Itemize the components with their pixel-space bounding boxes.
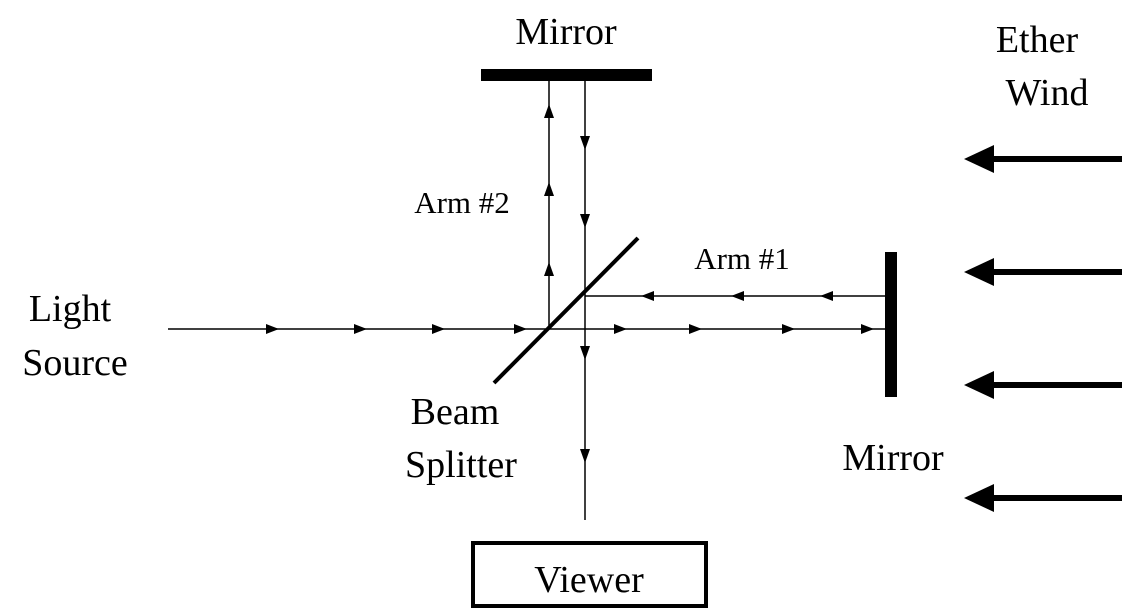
ether-wind-arrow — [964, 145, 1122, 173]
beam-splitter-label-line1: Beam — [411, 391, 500, 433]
arm1-outgoing-arrow — [614, 324, 627, 334]
ether-wind-arrow — [964, 484, 1122, 512]
arm2-outgoing-arrow — [544, 182, 554, 196]
incoming-beam-arrow — [266, 324, 279, 334]
viewer-box — [471, 541, 708, 608]
arm1-return-arrow — [641, 291, 654, 301]
viewer-label: Viewer — [534, 559, 644, 601]
right-mirror-label: Mirror — [842, 437, 944, 479]
top-mirror-label: Mirror — [515, 11, 617, 53]
ether-wind-label-line1: Ether — [996, 19, 1079, 61]
incoming-beam-arrow — [354, 324, 367, 334]
arm1-return-arrow — [731, 291, 744, 301]
ether-wind-arrow — [964, 258, 1122, 286]
arm2-outgoing-arrow — [544, 104, 554, 118]
incoming-beam-arrow — [432, 324, 445, 334]
arm1-outgoing-arrow — [782, 324, 795, 334]
incoming-beam-arrow — [514, 324, 527, 334]
to-viewer-arrow — [580, 346, 590, 360]
beam-splitter — [492, 236, 640, 385]
ether-wind-arrow — [964, 371, 1122, 399]
arm2-outgoing-arrow — [544, 262, 554, 276]
beam-splitter-label-line2: Splitter — [405, 444, 517, 486]
arm1-outgoing-arrow — [861, 324, 874, 334]
arm1-return-arrow — [820, 291, 833, 301]
right-mirror — [885, 252, 897, 397]
arm2-label: Arm #2 — [414, 185, 510, 220]
arm2-return-arrow — [580, 136, 590, 150]
light-source-label-line2: Source — [22, 342, 128, 384]
top-mirror — [481, 69, 652, 81]
to-viewer-arrow — [580, 449, 590, 463]
arm1-label: Arm #1 — [694, 241, 790, 276]
light-source-label-line1: Light — [29, 288, 112, 330]
arm2-return-arrow — [580, 214, 590, 228]
arm1-outgoing-arrow — [689, 324, 702, 334]
ether-wind-label-line2: Wind — [1006, 72, 1089, 114]
